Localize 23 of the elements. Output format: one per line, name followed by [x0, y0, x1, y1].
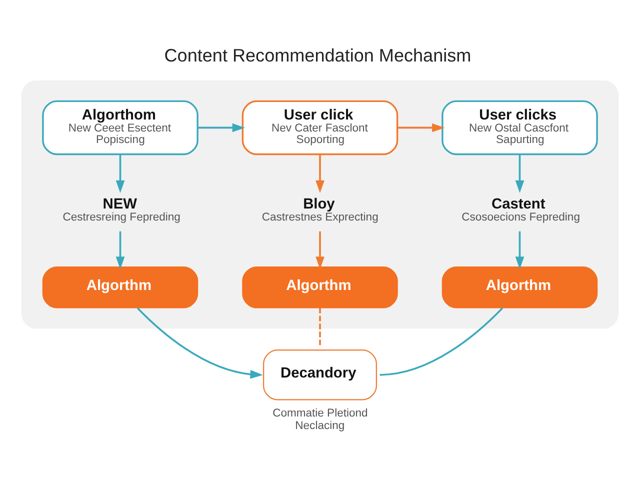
node-box: Algorthm [42, 266, 198, 308]
node-box: Algorthm [242, 266, 398, 308]
node-text: Bloy Castrestnes Exprecting [262, 196, 378, 224]
arrow [316, 231, 324, 270]
node-text: NEW Cestresreing Fepreding [62, 196, 180, 224]
arrow [198, 123, 245, 132]
node-box: Algorthm [442, 266, 598, 308]
diagram-title: Content Recommendation Mechanism [164, 45, 472, 66]
arrow [116, 231, 125, 270]
arrow [136, 307, 263, 379]
node-box: User click Nev Cater Fasclont Soporting [242, 100, 398, 156]
arrow [515, 154, 524, 194]
arrow [398, 123, 445, 132]
node-text: Castent Csosoecions Fepreding [462, 196, 580, 224]
arrow [116, 154, 125, 194]
arrow [316, 154, 324, 194]
node-box: User clicks New Ostal Cascfont Sapurting [442, 100, 598, 156]
connector [319, 308, 321, 347]
node-box: Algorthom New Ceeet Esectent Popiscing [42, 100, 198, 156]
cluster [22, 80, 618, 329]
node-label: Commatie Pletiond Neclacing [272, 408, 368, 432]
arrow [515, 231, 524, 270]
connector [380, 307, 504, 376]
